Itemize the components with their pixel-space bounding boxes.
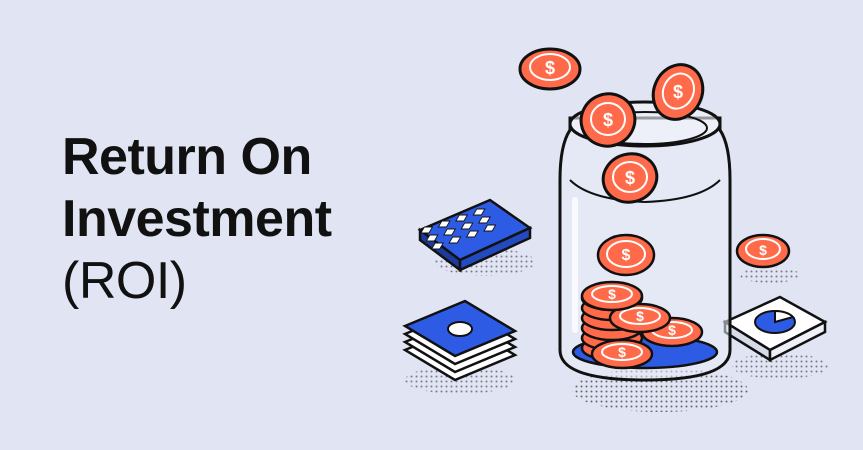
svg-text:$: $ (545, 58, 555, 78)
roi-illustration: $ $ $ $ $ $ $ $ $ (402, 47, 828, 412)
svg-text:$: $ (668, 322, 676, 338)
pie-chart-icon (722, 295, 828, 363)
calculator-icon (417, 198, 533, 273)
svg-text:$: $ (636, 308, 644, 324)
coin-icon: $ (580, 280, 644, 312)
piechart-shadow-dots (732, 353, 828, 379)
headline-line-1: Return On (62, 128, 312, 186)
headline: Return On Investment (ROI) (62, 126, 332, 312)
coin-shadow-dots (740, 267, 800, 283)
banknote-shadow-dots (405, 366, 515, 394)
banknote-stack-icon (402, 299, 518, 382)
coin-icon: $ (590, 338, 654, 370)
coin-icon: $ (651, 63, 705, 121)
coin-icon: $ (518, 47, 582, 91)
svg-text:$: $ (625, 168, 635, 188)
coin-icon: $ (601, 152, 659, 204)
coin-icon: $ (735, 233, 791, 269)
headline-line-3: (ROI) (62, 252, 187, 310)
svg-text:$: $ (673, 82, 683, 102)
coin-icon: $ (579, 92, 637, 148)
headline-line-2: Investment (62, 190, 332, 248)
svg-text:$: $ (622, 247, 631, 264)
coin-icon: $ (608, 302, 672, 334)
svg-text:$: $ (618, 344, 626, 360)
svg-text:$: $ (759, 242, 767, 258)
coin-icon: $ (596, 233, 656, 277)
svg-text:$: $ (608, 286, 616, 302)
svg-text:$: $ (603, 110, 613, 130)
